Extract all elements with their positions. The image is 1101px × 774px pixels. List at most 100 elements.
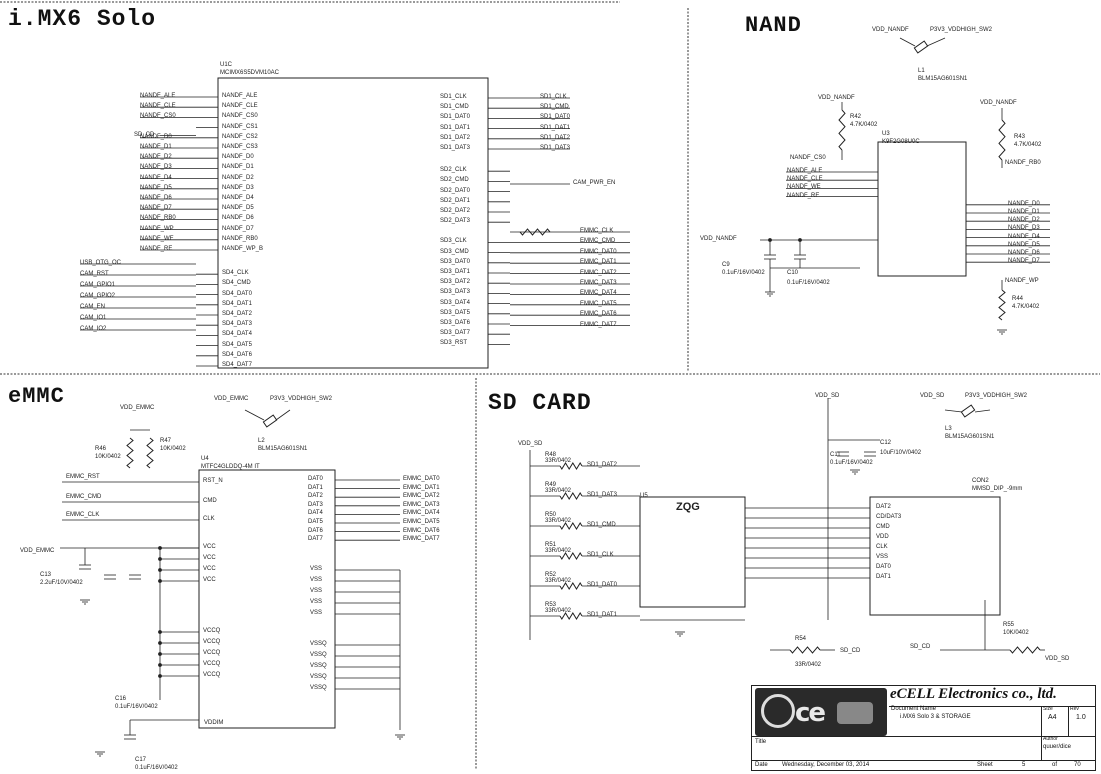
sd-power-wire xyxy=(944,409,963,413)
imx6-right-pin-label: SD2_CMD xyxy=(440,177,469,184)
emmc-junction xyxy=(158,652,162,656)
sd-vdd-label-ferrite: VDD_SD xyxy=(920,393,945,399)
imx6-left-pin-label: NANDF_D3 xyxy=(222,184,254,191)
title-sdcard: SD CARD xyxy=(488,390,592,416)
imx6-right-pin-label: SD3_DAT2 xyxy=(440,279,470,286)
sd-pullup-resistor xyxy=(559,492,583,500)
imx6-left-pin-label: NANDF_D4 xyxy=(222,195,254,201)
sd-pullup-resistor xyxy=(559,552,583,560)
imx6-left-pin-label: SD4_CMD xyxy=(222,280,251,287)
imx6-left-pin-label: SD4_DAT6 xyxy=(222,351,252,358)
nand-cs-net: NANDF_CS0 xyxy=(790,155,826,161)
emmc-junction xyxy=(158,630,162,634)
imx6-right-pin-label: SD3_CMD xyxy=(440,248,469,255)
nand-power-label-r43: VDD_NANDF xyxy=(980,100,1017,106)
imx6-right-pin-label: SD3_DAT3 xyxy=(440,289,470,296)
emmc-vcc-pin-label: VCCQ xyxy=(203,672,221,678)
tb-author-label: Author xyxy=(1043,736,1058,742)
sd-r55-symbol xyxy=(1009,646,1041,654)
emmc-left-net-label: EMMC_CMD xyxy=(66,494,102,500)
emmc-r46-symbol xyxy=(126,437,134,469)
sd-net-label: SD1_DAT1 xyxy=(587,612,617,618)
nand-net-label: NANDF_D3 xyxy=(1008,225,1040,232)
emmc-right-pin-label: DAT1 xyxy=(308,484,323,491)
emmc-right-net-label: EMMC_DAT1 xyxy=(403,484,440,491)
sd-resistor-ref: R51 xyxy=(545,542,557,548)
emmc-vcc-pin-label: VCC xyxy=(203,566,216,572)
imx6-right-net-label: SD1_DAT0 xyxy=(540,114,570,121)
emmc-power-src: P3V3_VDDHIGH_SW2 xyxy=(270,396,333,402)
nand-power-src: P3V3_VDDHIGH_SW2 xyxy=(930,27,993,33)
imx6-right-pin-label: SD1_DAT2 xyxy=(440,134,470,141)
nand-net-label: NANDF_D0 xyxy=(1008,200,1040,207)
nand-r43-ref: R43 xyxy=(1014,134,1026,140)
nand-c9-ref: C9 xyxy=(722,262,730,268)
imx6-right-pin-label: SD3_DAT6 xyxy=(440,320,470,326)
imx6-left-net-label: CAM_IO1 xyxy=(80,315,107,321)
imx6-left-net-label: NANDF_RE xyxy=(140,246,173,252)
sd-resistor-val: 33R/0402 xyxy=(545,488,572,494)
sd-connector-pin-label: CLK xyxy=(876,544,888,550)
emmc-r46-ref: R46 xyxy=(95,446,107,452)
emmc-c13-val: 2.2uF/10V/0402 xyxy=(40,580,83,586)
emmc-right-pin-label: DAT6 xyxy=(308,527,323,534)
imx6-left-pin-label: NANDF_D6 xyxy=(222,215,254,222)
imx6-right-pin-label: SD2_DAT1 xyxy=(440,197,470,204)
sd-esd-ic-body xyxy=(639,496,746,608)
imx6-left-pin-label: NANDF_D7 xyxy=(222,225,254,232)
nand-net-label: NANDF_D1 xyxy=(1008,209,1040,215)
tb-author: quuer/dice xyxy=(1043,744,1072,750)
sd-ferrite-ref: L3 xyxy=(945,426,952,432)
sd-pullup-resistor xyxy=(559,522,583,530)
imx6-right-pin-label: SD3_DAT0 xyxy=(440,258,470,265)
imx6-left-net-label: CAM_GPIO1 xyxy=(80,282,116,288)
imx6-right-pin-label: SD1_CMD xyxy=(440,104,469,111)
sd-ferrite-bead xyxy=(960,404,976,418)
tb-of-label: of xyxy=(1052,762,1058,768)
emmc-vcc-pin-label: VCC xyxy=(203,577,216,583)
imx6-right-net-label: EMMC_DAT6 xyxy=(580,311,617,318)
sd-resistor-ref: R52 xyxy=(545,572,557,578)
company-logo: ce xyxy=(755,688,887,736)
emmc-vss-pin-label: VSS xyxy=(310,599,323,605)
nand-junction xyxy=(798,238,802,242)
sd-connector-pin-label: DAT0 xyxy=(876,564,891,570)
imx6-left-pin-label: NANDF_WP_B xyxy=(222,246,264,252)
imx6-left-pin-label: NANDF_D5 xyxy=(222,205,254,212)
emmc-c16-val: 0.1uF/16V/0402 xyxy=(115,704,158,710)
emmc-right-pin-label: DAT3 xyxy=(308,501,323,508)
imx6-left-pin-label: NANDF_D0 xyxy=(222,154,254,161)
sd-resistor-ref: R53 xyxy=(545,602,557,608)
sd-chip-ref: U5 xyxy=(640,493,648,499)
imx6-left-pin-label: NANDF_ALE xyxy=(222,93,258,99)
emmc-right-pin-label: DAT5 xyxy=(308,519,323,525)
emmc-c17-ref: C17 xyxy=(135,757,147,763)
imx6-right-net-label: SD1_DAT2 xyxy=(540,134,570,141)
imx6-left-net-label: NANDF_CS0 xyxy=(140,113,176,120)
imx6-left-pin-label: SD4_DAT7 xyxy=(222,362,252,368)
emmc-right-pin-label: DAT0 xyxy=(308,476,323,482)
tb-date-label: Date xyxy=(755,762,768,768)
sd-resistor-val: 33R/0402 xyxy=(545,458,572,464)
imx6-right-pin-label: SD2_DAT0 xyxy=(440,187,470,194)
imx6-series-resistor xyxy=(519,228,551,236)
title-emmc: eMMC xyxy=(8,384,65,409)
imx6-left-net-label: NANDF_D7 xyxy=(140,205,172,212)
title-imx6: i.MX6 Solo xyxy=(8,6,157,32)
emmc-power-label: VDD_EMMC xyxy=(120,405,155,411)
imx6-right-net-label: SD1_DAT1 xyxy=(540,124,570,131)
sd-vdd-label-top: VDD_SD xyxy=(815,393,840,399)
sd-pullup-resistor xyxy=(559,462,583,470)
imx6-left-net-label: NANDF_WE xyxy=(140,235,174,242)
emmc-ferrite-part: BLM15AG601SN1 xyxy=(258,446,308,452)
emmc-junction xyxy=(158,546,162,550)
sd-vdd-label-left: VDD_SD xyxy=(518,441,543,447)
imx6-part-name: MCIMX6S5DVM10AC xyxy=(220,70,280,76)
tb-title-label: Title xyxy=(755,739,767,745)
sd-resistor-ref: R50 xyxy=(545,512,557,518)
emmc-vss-pin-label: VSSQ xyxy=(310,685,327,691)
imx6-right-pin-label: SD3_RST xyxy=(440,340,468,347)
emmc-left-net-label: EMMC_CLK xyxy=(66,512,100,518)
